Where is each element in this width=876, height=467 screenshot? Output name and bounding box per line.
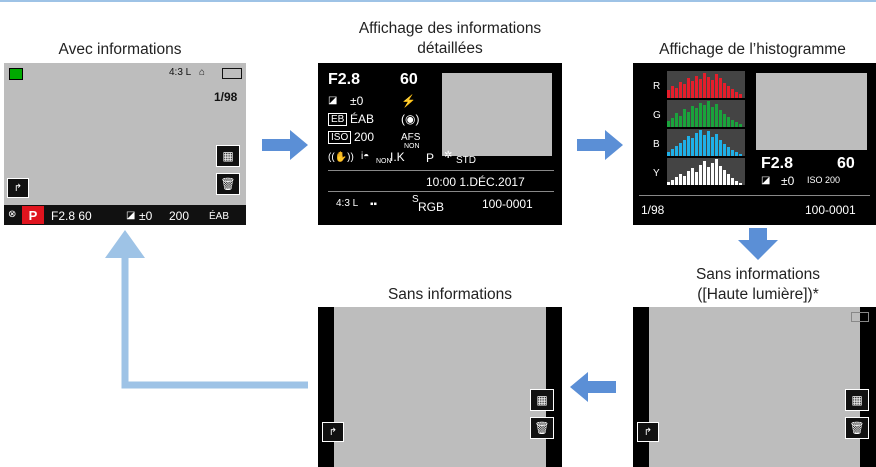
right-arrow-icon	[577, 130, 623, 160]
image-counter: 1/98	[214, 90, 238, 104]
wb-bracket-icon: EB	[328, 113, 348, 126]
mode-badge: P	[22, 206, 44, 224]
colorspace: RGB	[418, 200, 445, 214]
histogram-blue	[667, 129, 745, 156]
time-date: 10:00 1.DÉC.2017	[426, 175, 525, 189]
right-arrow-icon	[262, 130, 308, 160]
exposure-value: ±0	[350, 94, 364, 108]
screen-no-info-highlight: ▦ 🗑 ↱	[633, 307, 876, 467]
battery-icon	[222, 68, 242, 79]
left-arrow-icon	[570, 372, 616, 402]
exposure-icon: ◪	[126, 210, 136, 221]
stabilizer-icon: ((✋))	[328, 152, 354, 163]
intelligent-icon: i◓	[361, 151, 370, 162]
image-counter: 1/98	[641, 203, 665, 217]
metering-icon: (◉)	[401, 112, 420, 126]
return-flow-arrow	[105, 230, 308, 389]
aperture: F2.8	[328, 71, 361, 88]
grid-icon[interactable]: ▦	[845, 389, 869, 411]
file-number: 100-0001	[805, 203, 856, 217]
iso-value: 200	[169, 209, 190, 223]
caption-detailed-line1: Affichage des informations	[358, 20, 542, 37]
battery-icon	[851, 312, 869, 322]
trash-icon[interactable]: 🗑	[530, 417, 554, 439]
exposure-value: ±0	[781, 174, 795, 188]
screen-detailed-info: F2.8 60 ◪ ±0 ⚡ EB ÉAB (◉) ISO 200 AFS ((…	[318, 63, 562, 225]
top-rule	[0, 0, 876, 2]
protect-icon: ⌂	[199, 67, 206, 78]
aperture: F2.8	[761, 155, 794, 172]
trash-icon[interactable]: 🗑	[845, 417, 869, 439]
caption-no-info-highlight-line2: ([Haute lumière])*	[697, 286, 819, 303]
playback-icon	[9, 68, 23, 80]
channel-y-label: Y	[653, 168, 660, 179]
lcd-area	[334, 307, 546, 467]
shutter: 60	[837, 155, 855, 172]
thumbnail	[442, 73, 552, 156]
divider-bottom	[328, 191, 554, 192]
divider-top	[328, 170, 554, 171]
grid-icon[interactable]: ▦	[530, 389, 554, 411]
flash-icon: ⚡	[401, 94, 416, 108]
iso-value: 200	[354, 130, 375, 144]
histogram-y	[667, 158, 745, 185]
focus-mode: AFS	[401, 132, 421, 143]
mode-label: P	[426, 151, 435, 165]
file-number: 100-0001	[482, 197, 533, 211]
channel-r-label: R	[653, 81, 661, 92]
channel-g-label: G	[653, 110, 661, 121]
trash-icon[interactable]: 🗑	[216, 173, 240, 195]
return-icon[interactable]: ↱	[7, 178, 29, 198]
lcd-area	[4, 63, 246, 225]
histogram-green	[667, 100, 745, 127]
screen-with-info: 4:3 L ⌂ 1/98 ▦ 🗑 ↱ ⊗ P F2.8 60 ◪ ±0 200 …	[4, 63, 246, 225]
resolution-icon: I.K	[390, 150, 405, 164]
wb-value: ÉAB	[209, 211, 230, 222]
screen-histogram: R G B Y F2.8 60 ◪ ±0 ISO 200 1/98 100-00…	[633, 63, 876, 225]
exposure-icon: ◪	[761, 175, 771, 186]
return-icon[interactable]: ↱	[322, 422, 344, 442]
aperture-shutter: F2.8 60	[51, 209, 92, 223]
caption-detailed-line2: détaillées	[417, 40, 483, 57]
divider	[639, 195, 870, 196]
down-arrow-icon	[738, 228, 778, 260]
screen-no-info: ▦ 🗑 ↱	[318, 307, 562, 467]
photo-style-icon: ✲	[444, 150, 453, 161]
aspect-label: 4:3 L	[336, 198, 359, 209]
non-label-1: NON	[376, 158, 392, 165]
exposure-icon: ◪	[328, 95, 338, 106]
photo-style-value: STD	[456, 155, 476, 166]
caption-no-info: Sans informations	[387, 286, 513, 303]
wb-value: ÉAB	[350, 112, 375, 126]
shutter: 60	[400, 71, 418, 88]
channel-b-label: B	[653, 139, 660, 150]
iso-icon: ISO	[328, 131, 352, 144]
grid-icon[interactable]: ▦	[216, 145, 240, 167]
caption-with-info: Avec informations	[58, 41, 182, 58]
lcd-area	[649, 307, 860, 467]
flash-off-icon: ⊗	[8, 209, 17, 220]
caption-no-info-highlight-line1: Sans informations	[695, 266, 821, 283]
histogram-red	[667, 71, 745, 98]
colorspace-prefix: S	[412, 194, 419, 205]
caption-histogram: Affichage de l’histogramme	[659, 41, 846, 58]
quality-icon: ▪▪	[370, 199, 378, 210]
non-label-2: NON	[404, 143, 420, 150]
aspect-label: 4:3 L	[169, 67, 192, 78]
return-icon[interactable]: ↱	[637, 422, 659, 442]
iso-value: ISO 200	[807, 175, 841, 185]
exposure-value: ±0	[139, 209, 153, 223]
thumbnail	[756, 73, 867, 150]
info-bar	[4, 205, 246, 225]
